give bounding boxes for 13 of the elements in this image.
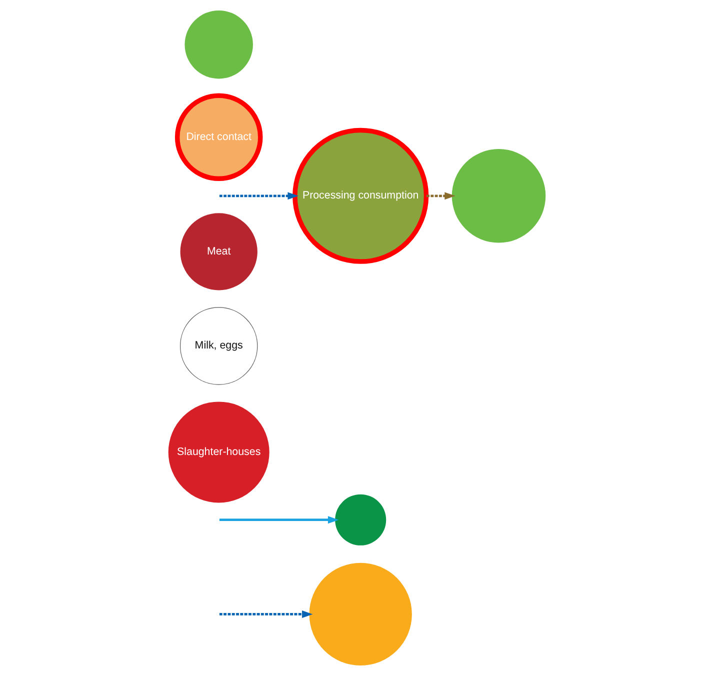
node-circle: [451, 149, 546, 243]
node-circle: Slaughter-houses: [168, 402, 269, 503]
arrow: [426, 192, 455, 200]
node-circle: Meat: [180, 213, 257, 290]
node-circle: Milk, eggs: [179, 307, 258, 385]
node-circle: Direct contact: [174, 93, 262, 182]
node-circle: Processing consumption: [292, 128, 428, 264]
node-circle: [334, 494, 386, 546]
arrow: [218, 516, 338, 524]
node-circle: [308, 562, 412, 666]
arrow: [218, 610, 312, 618]
node-circle: [184, 10, 252, 79]
arrow: [218, 192, 298, 200]
